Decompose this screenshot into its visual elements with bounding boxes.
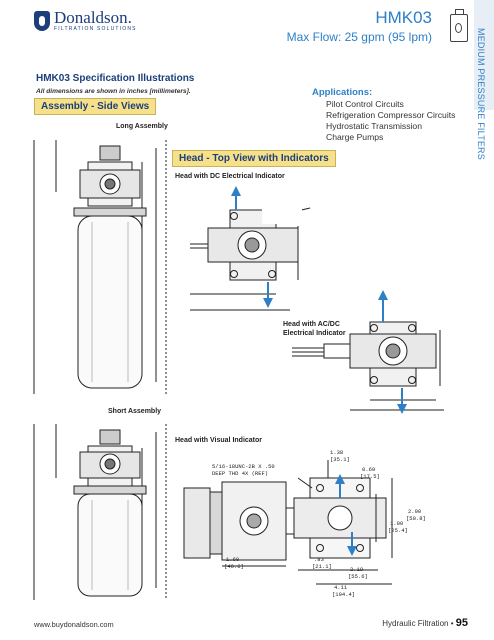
footer-page-info: Hydraulic Filtration • 95 <box>382 617 468 629</box>
acdc-indicator-label-2: Electrical Indicator <box>283 330 346 337</box>
dim-254: [25.4] <box>388 527 408 534</box>
acdc-indicator-label-1: Head with AC/DC <box>283 321 340 328</box>
dc-indicator-drawing <box>190 186 350 316</box>
brand-sub: FILTRATION SOLUTIONS <box>54 26 137 32</box>
top-view-badge: Head - Top View with Indicators <box>172 150 336 167</box>
dc-indicator-label: Head with DC Electrical Indicator <box>175 173 285 180</box>
dim-138: 1.38 <box>330 449 344 456</box>
dim-211: [21.1] <box>312 563 332 570</box>
side-tab-label: MEDIUM PRESSURE FILTERS <box>476 28 486 160</box>
applications-heading: Applications: <box>312 87 373 98</box>
dim-411: 4.11 <box>334 584 348 591</box>
spec-title: HMK03 Specification Illustrations <box>36 73 195 84</box>
dim-351: [35.1] <box>330 456 350 463</box>
side-views-badge: Assembly - Side Views <box>34 98 157 115</box>
model-name: HMK03 <box>375 8 432 27</box>
port-callout-2: DEEP THD 4X (REF) <box>212 470 269 477</box>
footer-bullet: • <box>450 619 454 628</box>
brand-name: Donaldson. <box>54 8 132 27</box>
dim-83: .83 <box>314 556 324 563</box>
dim-406: [40.6] <box>224 563 244 570</box>
side-tab-bg <box>474 0 494 110</box>
dim-508: [50.8] <box>406 515 426 522</box>
dim-100: 1.00 <box>390 520 404 527</box>
filter-element-icon <box>450 9 468 42</box>
application-item: Charge Pumps <box>326 132 384 142</box>
long-assembly-drawing <box>30 132 170 402</box>
page-number: 95 <box>455 617 468 629</box>
applications-list: Pilot Control Circuits Refrigeration Com… <box>326 99 455 143</box>
footer-section: Hydraulic Filtration <box>382 619 449 628</box>
dim-200: 2.00 <box>408 508 422 515</box>
footer-url: www.buydonaldson.com <box>34 620 114 629</box>
dim-556: [55.6] <box>348 573 368 580</box>
dim-69: 0.69 <box>362 466 376 473</box>
application-item: Pilot Control Circuits <box>326 99 404 109</box>
max-flow: Max Flow: 25 gpm (95 lpm) <box>286 30 432 44</box>
dim-219: 2.19 <box>350 566 364 573</box>
dimension-note: All dimensions are shown in inches [mill… <box>36 88 191 95</box>
application-item: Hydrostatic Transmission <box>326 121 422 131</box>
visual-indicator-label: Head with Visual Indicator <box>175 437 263 444</box>
application-item: Refrigeration Compressor Circuits <box>326 110 456 120</box>
dim-160: 1.60 <box>226 556 240 563</box>
short-assembly-drawing <box>30 418 170 608</box>
long-assembly-label: Long Assembly <box>116 123 168 130</box>
short-assembly-label: Short Assembly <box>108 408 162 415</box>
port-callout: 5/16-18UNC-2B X .50 <box>212 463 275 470</box>
dim-1044: [104.4] <box>332 591 356 598</box>
visual-indicator-drawing <box>180 448 420 598</box>
dim-175: [17.5] <box>360 473 380 480</box>
donaldson-logo: Donaldson. FILTRATION SOLUTIONS <box>34 8 137 32</box>
acdc-indicator-drawing <box>280 290 470 415</box>
donaldson-logo-icon <box>34 11 50 31</box>
